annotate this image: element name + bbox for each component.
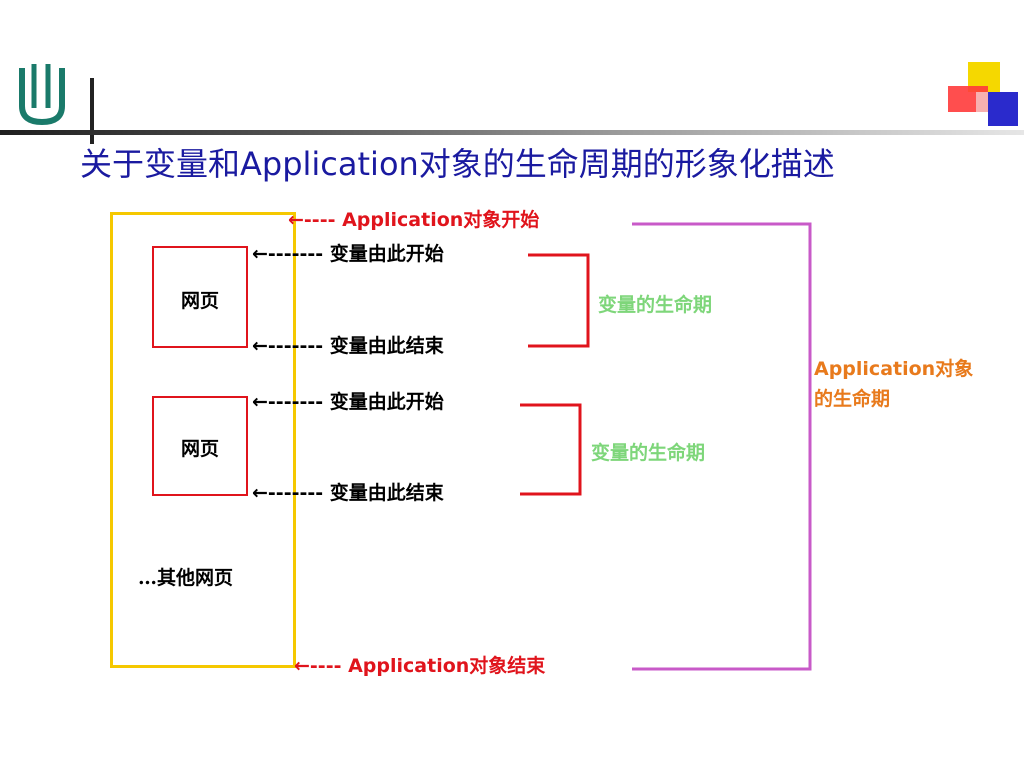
header-rule (0, 130, 1024, 135)
variable-bracket-2 (520, 403, 582, 496)
application-lifetime-line-2: 的生命期 (814, 388, 891, 410)
left-arrow-icon: ←------- (252, 243, 324, 265)
corner-squares-decoration (948, 62, 1018, 126)
application-start-label: ←---- Application对象开始 (288, 205, 539, 232)
left-arrow-icon: ←------- (252, 391, 324, 413)
left-arrow-icon: ←---- (288, 209, 336, 231)
variable-lifetime-label-2: 变量的生命期 (591, 442, 706, 464)
variable-end-text-2: 变量由此结束 (329, 482, 444, 504)
application-end-label: ←---- Application对象结束 (294, 651, 545, 678)
application-end-text: Application对象结束 (348, 655, 546, 677)
variable-end-label-1: ←------- 变量由此结束 (252, 331, 444, 358)
application-lifetime-label: Application对象 的生命期 (814, 354, 1019, 414)
web-page-box-1 (152, 246, 248, 348)
application-lifetime-line-1: Application对象 (814, 358, 974, 380)
left-arrow-icon: ←------- (252, 335, 324, 357)
variable-start-label-2: ←------- 变量由此开始 (252, 387, 444, 414)
other-pages-label: …其他网页 (138, 567, 234, 589)
web-page-label-1: 网页 (180, 290, 219, 312)
variable-end-label-2: ←------- 变量由此结束 (252, 478, 444, 505)
page-title: 关于变量和Application对象的生命周期的形象化描述 (80, 145, 835, 183)
left-arrow-icon: ←------- (252, 482, 324, 504)
variable-start-text-1: 变量由此开始 (329, 243, 444, 265)
header-vertical-bar (90, 78, 94, 144)
application-bracket (632, 222, 812, 671)
logo-icon (19, 64, 65, 126)
variable-start-label-1: ←------- 变量由此开始 (252, 239, 444, 266)
variable-lifetime-label-1: 变量的生命期 (598, 294, 713, 316)
application-frame (110, 212, 296, 668)
web-page-label-2: 网页 (180, 438, 219, 460)
variable-start-text-2: 变量由此开始 (329, 391, 444, 413)
variable-bracket-1 (528, 253, 590, 348)
left-arrow-icon: ←---- (294, 655, 342, 677)
application-start-text: Application对象开始 (342, 209, 540, 231)
web-page-box-2 (152, 396, 248, 496)
variable-end-text-1: 变量由此结束 (329, 335, 444, 357)
